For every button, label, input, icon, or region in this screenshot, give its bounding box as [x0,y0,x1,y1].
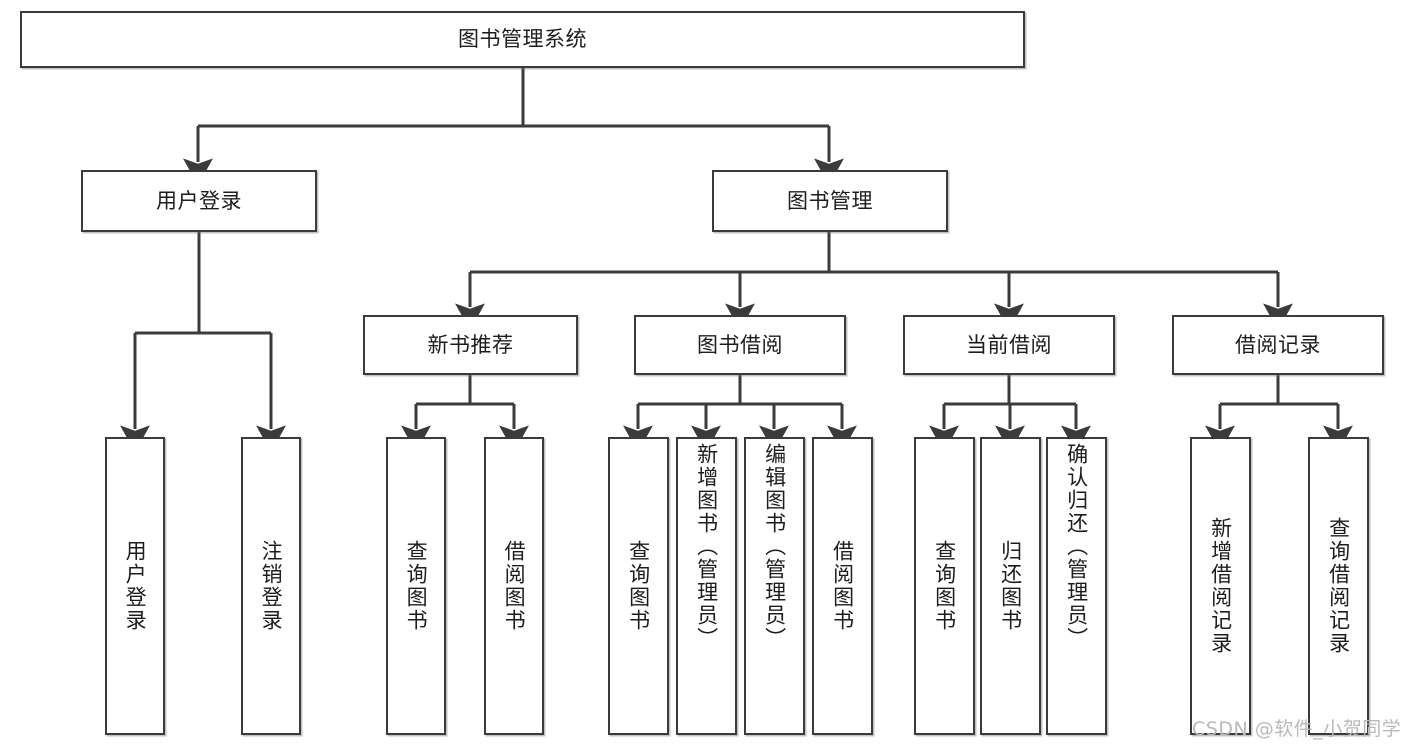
leaf-add-borrow-record-label: 新增借阅记录 [1208,517,1233,655]
leaf-query-borrow-record-label: 查询借阅记录 [1326,517,1351,655]
leaf-lend-book[interactable]: 借阅图书 [812,437,873,735]
node-new-book-recommend[interactable]: 新书推荐 [363,315,578,375]
node-book-borrow-label: 图书借阅 [697,332,783,357]
leaf-logout-label: 注销登录 [259,540,284,632]
leaf-query-book-newbook[interactable]: 查询图书 [386,437,446,735]
leaf-add-book-admin-label: 新增图书（管理员） [694,443,719,650]
leaf-query-book-current-label: 查询图书 [932,540,957,632]
node-book-management-label: 图书管理 [787,188,873,213]
node-current-borrow-label: 当前借阅 [966,332,1052,357]
leaf-borrow-book-newbook-label: 借阅图书 [502,540,527,632]
leaf-confirm-return-admin[interactable]: 确认归还（管理员） [1046,437,1107,735]
node-current-borrow[interactable]: 当前借阅 [903,315,1115,375]
leaf-user-login-label: 用户登录 [123,540,148,632]
leaf-add-book-admin[interactable]: 新增图书（管理员） [676,437,737,735]
node-borrow-record-label: 借阅记录 [1235,332,1321,357]
leaf-logout[interactable]: 注销登录 [241,437,301,735]
leaf-return-book-label: 归还图书 [998,540,1023,632]
node-root-label: 图书管理系统 [458,27,587,52]
leaf-query-book-newbook-label: 查询图书 [404,540,429,632]
node-root-system[interactable]: 图书管理系统 [20,11,1025,68]
leaf-query-book-borrow-label: 查询图书 [626,540,651,632]
leaf-return-book[interactable]: 归还图书 [980,437,1041,735]
node-user-login[interactable]: 用户登录 [81,170,317,232]
leaf-query-borrow-record[interactable]: 查询借阅记录 [1308,437,1369,735]
leaf-edit-book-admin[interactable]: 编辑图书（管理员） [744,437,805,735]
node-borrow-record[interactable]: 借阅记录 [1172,315,1384,375]
leaf-add-borrow-record[interactable]: 新增借阅记录 [1190,437,1251,735]
node-book-borrow[interactable]: 图书借阅 [634,315,846,375]
leaf-user-login[interactable]: 用户登录 [105,437,165,735]
leaf-query-book-borrow[interactable]: 查询图书 [608,437,669,735]
leaf-query-book-current[interactable]: 查询图书 [914,437,975,735]
leaf-confirm-return-admin-label: 确认归还（管理员） [1064,443,1089,650]
leaf-edit-book-admin-label: 编辑图书（管理员） [762,443,787,650]
leaf-lend-book-label: 借阅图书 [830,540,855,632]
csdn-watermark: CSDN @软件_小贺同学 [1192,718,1402,740]
node-new-book-recommend-label: 新书推荐 [427,332,514,357]
node-book-management[interactable]: 图书管理 [712,170,948,232]
node-user-login-label: 用户登录 [156,188,242,213]
leaf-borrow-book-newbook[interactable]: 借阅图书 [484,437,544,735]
